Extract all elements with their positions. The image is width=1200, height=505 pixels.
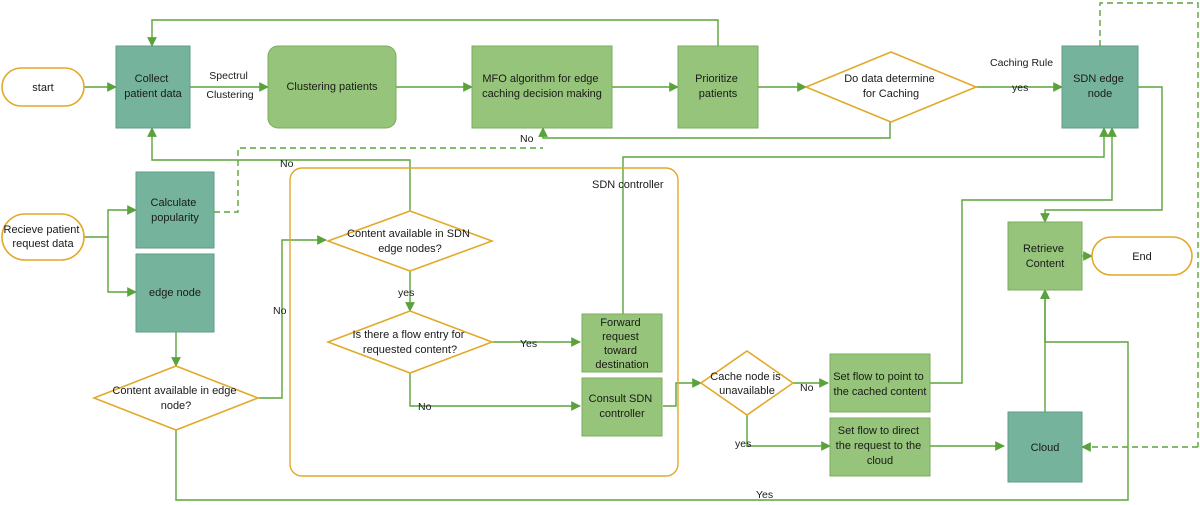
node-set-flow-cached[interactable]: Set flow to point to the cached content bbox=[829, 353, 931, 413]
decision-flow-entry[interactable]: Is there a flow entry for requested cont… bbox=[325, 310, 495, 374]
label-spectrul-clustering: Spectrul Clustering bbox=[206, 70, 253, 101]
label-no-cache: No bbox=[800, 382, 814, 394]
edge-labels: Spectrul Clustering Caching Rule yes No … bbox=[206, 57, 1053, 501]
node-edge-node[interactable]: edge node bbox=[135, 253, 215, 333]
svg-text:Cache node is unavailabl: Cache node is unavailable bbox=[710, 371, 783, 397]
svg-text:Cloud: Cloud bbox=[1031, 442, 1060, 454]
edge-decision-no-mfo bbox=[538, 120, 891, 139]
svg-text:Prioritize patients: Prioritize patients bbox=[695, 73, 741, 100]
label-yes-flow: yes bbox=[398, 287, 414, 299]
label-no-mfo: No bbox=[520, 133, 534, 145]
edge-edge-no-sdn bbox=[258, 235, 327, 399]
label-no-collect: No bbox=[280, 158, 294, 170]
node-calculate-popularity[interactable]: Calculate popularity bbox=[135, 171, 215, 249]
svg-text:Recieve patient request: Recieve patient request data bbox=[4, 224, 83, 250]
svg-text:Calculate popularity: Calculate popularity bbox=[151, 197, 200, 224]
label-yes-sdn-edge: yes bbox=[1012, 82, 1028, 94]
svg-text:Collect patient data: Collect patient data bbox=[124, 73, 182, 100]
label-yes-bottom: Yes bbox=[756, 489, 773, 501]
label-no-edge: No bbox=[273, 305, 287, 317]
edge-flow-no-consult bbox=[409, 372, 581, 411]
sdn-controller-region bbox=[289, 167, 679, 477]
edge-split-calcpop bbox=[107, 205, 137, 237]
node-set-flow-cloud[interactable]: Set flow to direct the request to the cl… bbox=[829, 417, 931, 477]
edge-content-sdn-no-collect bbox=[147, 127, 411, 212]
node-prioritize-patients[interactable]: Prioritize patients bbox=[677, 45, 759, 129]
edge-calcpop-dashed-mfo bbox=[214, 147, 543, 213]
decision-content-available-sdn[interactable]: Content available in SDN edge nodes? bbox=[325, 210, 495, 272]
svg-text:edge node: edge node bbox=[149, 287, 201, 299]
svg-text:Set flow to point to the: Set flow to point to the cached content bbox=[833, 371, 927, 398]
label-no-consult: No bbox=[418, 401, 432, 413]
node-cloud[interactable]: Cloud bbox=[1007, 411, 1083, 483]
decision-do-data-determine[interactable]: Do data determine for Caching bbox=[803, 51, 979, 123]
svg-text:Content available in edge: Content available in edge node? bbox=[112, 385, 239, 412]
svg-text:MFO algorithm for edge c: MFO algorithm for edge caching decision … bbox=[482, 73, 602, 100]
edge-consult-cache bbox=[663, 378, 702, 407]
node-retrieve-content[interactable]: Retrieve Content bbox=[1007, 221, 1083, 291]
edge-setcached-sdn-edge bbox=[930, 127, 1117, 384]
svg-text:start: start bbox=[32, 82, 53, 94]
decision-cache-node-unavailable[interactable]: Cache node is unavailable bbox=[699, 350, 795, 416]
node-forward-request[interactable]: Forward request toward destination bbox=[581, 313, 663, 373]
svg-text:End: End bbox=[1132, 251, 1152, 263]
svg-text:Clustering patients: Clustering patients bbox=[286, 81, 378, 93]
label-yes-cloud: yes bbox=[735, 438, 751, 450]
sdn-controller-label: SDN controller bbox=[592, 179, 664, 191]
connectors bbox=[84, 2, 1199, 501]
edge-cache-yes-setcloud bbox=[746, 415, 831, 451]
node-consult-sdn-controller[interactable]: Consult SDN controller bbox=[581, 377, 663, 437]
edge-sdn-edge-loop-dashed bbox=[1099, 2, 1199, 447]
node-mfo-algorithm[interactable]: MFO algorithm for edge caching decision … bbox=[471, 45, 613, 129]
node-start[interactable]: start bbox=[1, 67, 85, 107]
svg-text:Retrieve Content: Retrieve Content bbox=[1023, 243, 1067, 270]
node-collect-patient-data[interactable]: Collect patient data bbox=[115, 45, 191, 129]
edge-prioritize-loop-collect bbox=[147, 19, 719, 47]
decision-content-available-edge[interactable]: Content available in edge node? bbox=[91, 365, 261, 431]
edge-forward-sdn-edge bbox=[622, 127, 1109, 314]
label-caching-rule: Caching Rule bbox=[990, 57, 1053, 69]
node-clustering-patients[interactable]: Clustering patients bbox=[267, 45, 397, 129]
svg-text:Is there a flow entry for: Is there a flow entry for requested cont… bbox=[353, 329, 468, 356]
svg-text:Set flow to direct the r: Set flow to direct the request to the cl… bbox=[836, 425, 925, 467]
node-receive-request[interactable]: Recieve patient request data bbox=[1, 213, 85, 261]
svg-text:Content available in SDN: Content available in SDN edge nodes? bbox=[347, 228, 473, 255]
edge-sdn-edge-retrieve bbox=[1040, 86, 1163, 223]
svg-text:Consult SDN controller: Consult SDN controller bbox=[589, 393, 656, 420]
svg-text:Forward request to: Forward request toward destination bbox=[595, 317, 648, 371]
svg-text:Do data determine for Ca: Do data determine for Caching bbox=[844, 73, 938, 100]
node-sdn-edge[interactable]: SDN edge node bbox=[1061, 45, 1139, 129]
edge-split-edgenode bbox=[107, 237, 137, 297]
node-end[interactable]: End bbox=[1091, 236, 1193, 276]
svg-text:SDN edge node: SDN edge node bbox=[1073, 73, 1127, 100]
label-yes-forward: Yes bbox=[520, 338, 537, 350]
